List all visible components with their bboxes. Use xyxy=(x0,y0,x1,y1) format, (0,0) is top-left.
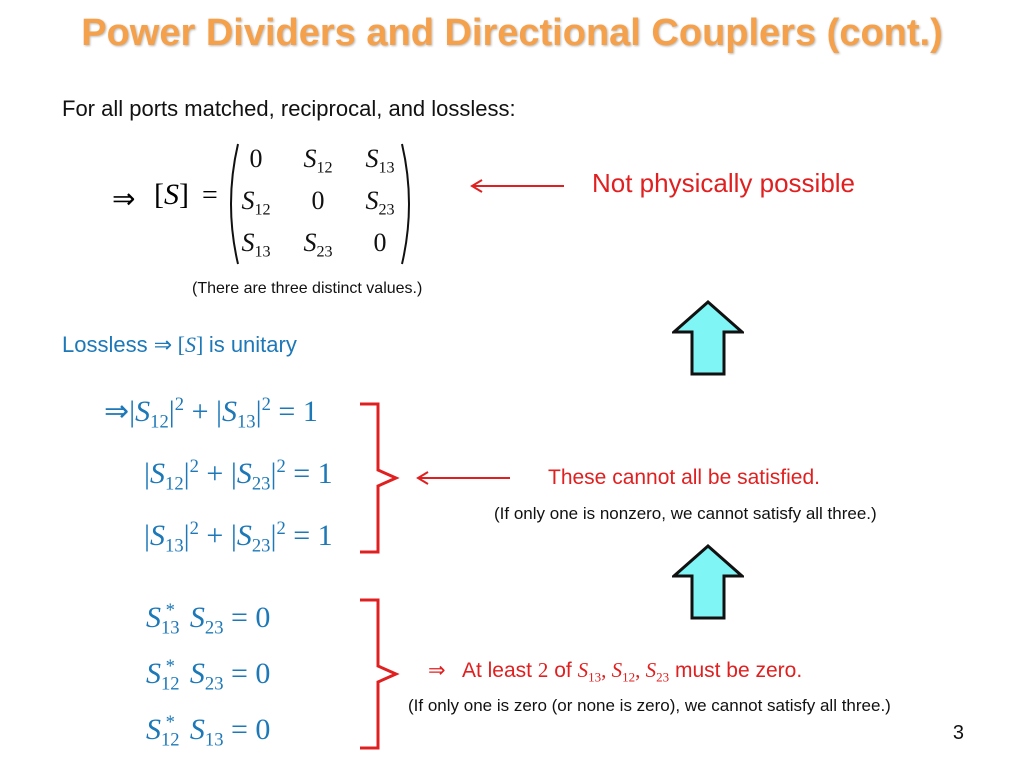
implies-symbol: ⇒ [S] xyxy=(153,332,209,357)
atleast-prefix: At least xyxy=(461,659,533,682)
matrix-cell: S12 xyxy=(241,186,271,219)
cannot-all-text: These cannot all be satisfied. xyxy=(548,466,820,489)
up-arrow-icon xyxy=(672,544,744,620)
matrix-cell: S12 xyxy=(303,144,333,177)
implies-symbol: ⇒ xyxy=(112,184,136,215)
lossless-line: Lossless ⇒ [S] is unitary xyxy=(62,332,297,358)
right-brace-icon xyxy=(360,598,400,750)
matrix-paren-left xyxy=(230,143,239,265)
matrix-cell: 0 xyxy=(311,186,325,215)
atleast-line: ⇒ At least 2 of S13, S12, S23 must be ze… xyxy=(428,658,802,686)
matrix-cell: S23 xyxy=(365,186,395,219)
matrix-cell: 0 xyxy=(373,228,387,257)
left-arrow-icon xyxy=(470,179,564,193)
unitary-eq-3: |S13|2 + |S23|2 = 1 xyxy=(144,518,333,557)
matrix-cell: S23 xyxy=(303,228,333,261)
atleast-suffix: must be zero. xyxy=(674,659,803,682)
page-number: 3 xyxy=(952,722,964,744)
atleast-note: (If only one is zero (or none is zero), … xyxy=(408,696,891,715)
matrix-note: (There are three distinct values.) xyxy=(192,280,423,297)
equals-sign: = xyxy=(202,180,218,211)
product-eq-1: S13* S23 = 0 xyxy=(146,600,271,639)
s-bracket-label: [S] xyxy=(154,178,189,211)
lossless-prefix: Lossless xyxy=(62,332,148,357)
matrix-cell: 0 xyxy=(249,144,263,173)
intro-text: For all ports matched, reciprocal, and l… xyxy=(62,96,516,121)
matrix-equation: ⇒ [S] = 0 S12 S13 S12 0 S23 S13 S23 0 xyxy=(112,140,422,270)
unitary-eq-2: |S12|2 + |S23|2 = 1 xyxy=(144,456,333,495)
product-eq-2: S12* S23 = 0 xyxy=(146,656,271,695)
not-possible-text: Not physically possible xyxy=(592,168,856,198)
lossless-suffix: is unitary xyxy=(208,332,297,357)
implies-symbol: ⇒ xyxy=(428,658,446,682)
left-arrow-icon xyxy=(416,471,510,485)
up-arrow-icon xyxy=(672,300,744,376)
matrix-cell: S13 xyxy=(241,228,271,261)
atleast-number: 2 xyxy=(537,658,549,682)
atleast-of: of xyxy=(554,659,572,682)
unitary-eq-1: ⇒|S12|2 + |S13|2 = 1 xyxy=(104,394,318,433)
matrix-cell: S13 xyxy=(365,144,395,177)
right-brace-icon xyxy=(360,402,400,554)
cannot-all-note: (If only one is nonzero, we cannot satis… xyxy=(494,504,877,523)
atleast-params: S13, S12, S23 xyxy=(577,658,670,685)
matrix-paren-right xyxy=(401,143,410,265)
slide-title: Power Dividers and Directional Couplers … xyxy=(81,12,943,54)
product-eq-3: S12* S13 = 0 xyxy=(146,712,271,751)
